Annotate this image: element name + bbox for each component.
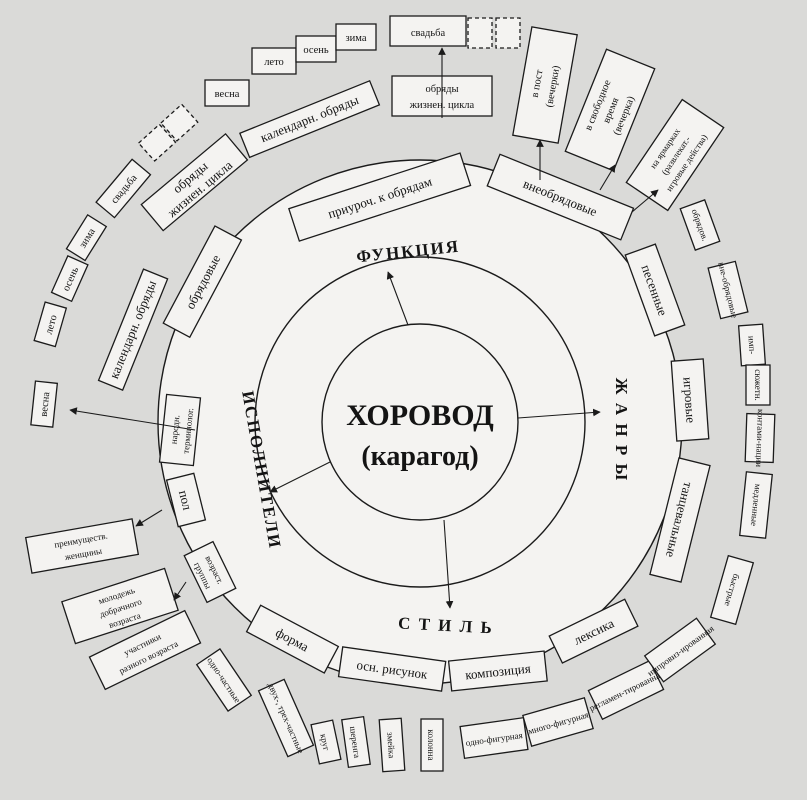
box-season-left-2 xyxy=(33,301,68,348)
box-form-sub-2 xyxy=(257,678,315,758)
season-top-4: зима xyxy=(346,33,367,44)
arrow-perf-terminology xyxy=(69,407,196,431)
box-wedding-top xyxy=(389,15,467,47)
box-season-top-3 xyxy=(295,35,337,63)
box-pattern-sub-3 xyxy=(378,717,406,773)
arrow-nonritual-fairs xyxy=(631,189,659,213)
box-lent xyxy=(512,26,578,144)
terminology-line1: народн. xyxy=(169,414,182,444)
pattern-sub-4: колонна xyxy=(426,730,436,761)
box-calendar-left xyxy=(97,268,169,391)
box-song-sub-1 xyxy=(679,199,721,251)
box-calendar-top xyxy=(239,79,381,159)
box-game xyxy=(670,358,710,442)
placeholder-top-1 xyxy=(467,17,493,49)
box-nonritual xyxy=(486,153,635,241)
arrow-to-genres xyxy=(517,408,601,419)
season-top-1: весна xyxy=(215,89,240,100)
section-genres-label: Ж А Н Р Ы xyxy=(612,378,631,482)
composition-label: композиция xyxy=(465,661,532,683)
box-lexicon-sub-1 xyxy=(587,659,665,721)
box-song xyxy=(624,243,686,337)
pattern-sub-3: змейка xyxy=(385,732,397,759)
game-sub-3: контами-нации xyxy=(754,409,766,468)
box-composition-sub-2 xyxy=(522,696,594,748)
arrow-nonritual-free xyxy=(599,164,616,191)
box-timed xyxy=(288,152,472,242)
gender-label: пол xyxy=(176,489,195,512)
box-free-time xyxy=(564,48,656,172)
box-mixed xyxy=(88,609,202,691)
pattern-sub-2: шеренга xyxy=(348,726,362,759)
box-pattern xyxy=(337,646,447,692)
game-label: игровые xyxy=(680,377,698,424)
center-title: ХОРОВОД xyxy=(346,399,494,432)
box-lifecycle-left xyxy=(140,132,249,232)
box-terminology xyxy=(158,393,202,467)
arrow-to-function xyxy=(386,271,409,326)
box-pattern-sub-4 xyxy=(420,718,444,772)
wedding-top: свадьба xyxy=(411,28,446,39)
game-sub-2: сюжетн. xyxy=(753,369,763,401)
box-season-top-1 xyxy=(204,79,250,107)
box-lexicon xyxy=(548,598,639,664)
season-top-2: лето xyxy=(264,57,284,68)
placeholder-left-1 xyxy=(137,123,177,162)
box-season-left-1 xyxy=(30,380,59,428)
box-youth xyxy=(61,567,179,645)
center-subtitle: (карагод) xyxy=(361,441,478,472)
season-top-3: осень xyxy=(303,45,329,56)
placeholder-left-2 xyxy=(159,103,199,142)
dance-sub-1: медленные xyxy=(749,483,763,526)
box-composition xyxy=(447,650,548,692)
arrow-perf-youth xyxy=(173,581,187,601)
pattern-sub-1: круг xyxy=(318,733,331,752)
box-dance xyxy=(649,457,711,583)
lent-line1: в пост xyxy=(530,69,546,99)
box-pattern-sub-2 xyxy=(341,715,371,769)
box-fairs xyxy=(625,98,725,212)
center-circle xyxy=(321,323,519,521)
box-composition-sub-1 xyxy=(459,716,529,760)
box-song-sub-2 xyxy=(707,260,749,320)
box-season-left-3 xyxy=(50,254,89,303)
box-game-sub-2 xyxy=(745,364,771,406)
box-game-sub-3 xyxy=(744,412,776,464)
box-gender xyxy=(165,472,207,528)
box-lexicon-sub-2 xyxy=(643,617,717,683)
box-women xyxy=(24,518,140,574)
game-sub-1: имп- xyxy=(746,336,757,355)
placeholder-top-2 xyxy=(495,17,521,49)
box-dance-sub-1 xyxy=(739,471,773,539)
box-season-left-4 xyxy=(65,213,108,262)
arrow-to-performers xyxy=(269,461,331,493)
arrow-to-style xyxy=(443,519,454,609)
terminology-line2: терминолог. xyxy=(181,407,196,454)
box-form-sub-1 xyxy=(195,648,253,712)
season-left-1: весна xyxy=(39,391,53,417)
box-season-top-2 xyxy=(251,47,297,75)
season-left-2: лето xyxy=(44,314,60,336)
box-wedding-left xyxy=(95,158,152,219)
section-style-label: С Т И Л Ь xyxy=(398,614,495,638)
box-season-top-4 xyxy=(335,23,377,51)
box-age xyxy=(183,540,237,604)
box-pattern-sub-1 xyxy=(310,719,342,765)
arrow-perf-women xyxy=(135,509,163,527)
box-dance-sub-2 xyxy=(709,554,755,626)
box-ritual xyxy=(162,225,243,339)
box-form xyxy=(245,604,340,674)
